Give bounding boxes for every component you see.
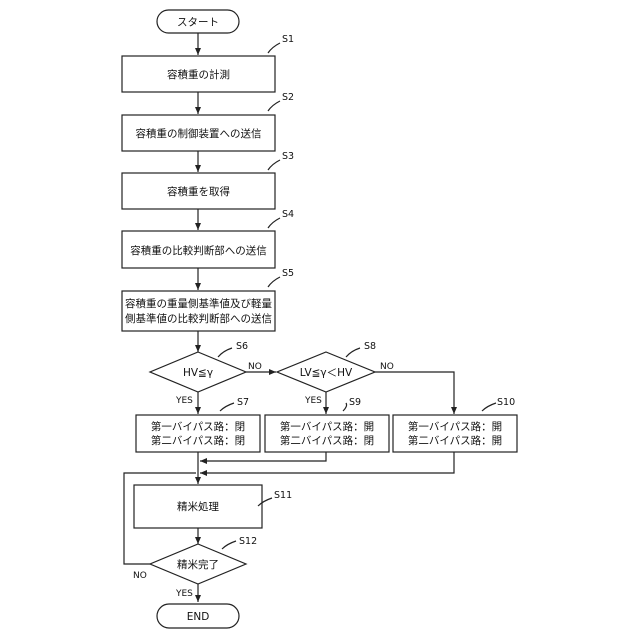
step-s5-text-line1: 容積重の重量側基準値及び軽量 — [125, 297, 272, 310]
start-terminal: スタート — [157, 10, 239, 33]
step-s3-text: 容積重を取得 — [167, 185, 230, 198]
step-s9-text-line1: 第一バイパス路：開 — [280, 420, 374, 433]
label-s8: S8 — [364, 341, 376, 352]
s8-no-label: NO — [380, 362, 394, 372]
step-s10-text-line2: 第二バイパス路：開 — [408, 434, 502, 447]
step-s4: 容積重の比較判断部への送信 — [122, 231, 275, 268]
end-label: END — [187, 611, 210, 623]
start-label: スタート — [177, 17, 219, 29]
decision-s8: LV≦γ＜HV — [277, 352, 375, 392]
step-s1: 容積重の計測 — [122, 56, 275, 92]
label-s11: S11 — [274, 490, 292, 501]
decision-s8-text: LV≦γ＜HV — [300, 367, 353, 379]
step-s10-text-line1: 第一バイパス路：開 — [408, 420, 502, 433]
step-s11-text: 精米処理 — [177, 500, 219, 513]
step-s7-text-line2: 第二バイパス路：閉 — [151, 434, 245, 447]
decision-s12: 精米完了 — [150, 544, 246, 584]
step-s7-text-line1: 第一バイパス路：閉 — [151, 420, 245, 433]
step-s5-text-line2: 側基準値の比較判断部への送信 — [125, 312, 272, 325]
s12-yes-label: YES — [175, 589, 193, 599]
step-s2: 容積重の制御装置への送信 — [122, 115, 275, 151]
label-s10: S10 — [497, 397, 515, 408]
step-s1-text: 容積重の計測 — [167, 68, 230, 81]
label-s6: S6 — [236, 341, 248, 352]
step-s7: 第一バイパス路：閉 第二バイパス路：閉 — [136, 415, 260, 452]
label-s3: S3 — [282, 151, 294, 162]
s12-no-label: NO — [133, 571, 147, 581]
label-s9: S9 — [349, 397, 361, 408]
s6-no-label: NO — [248, 362, 262, 372]
label-s4: S4 — [282, 209, 294, 220]
label-s5: S5 — [282, 268, 294, 279]
step-s4-text: 容積重の比較判断部への送信 — [130, 244, 267, 257]
end-terminal: END — [157, 604, 239, 628]
label-s12: S12 — [239, 536, 257, 547]
step-s3: 容積重を取得 — [122, 173, 275, 209]
decision-s6-text: HV≦γ — [183, 367, 213, 379]
s6-yes-label: YES — [175, 396, 193, 406]
label-s2: S2 — [282, 92, 294, 103]
step-s9: 第一バイパス路：開 第二バイパス路：閉 — [265, 415, 389, 452]
step-s9-text-line2: 第二バイパス路：閉 — [280, 434, 374, 447]
step-s2-text: 容積重の制御装置への送信 — [136, 127, 262, 140]
step-s10: 第一バイパス路：開 第二バイパス路：開 — [393, 415, 517, 452]
step-s5: 容積重の重量側基準値及び軽量 側基準値の比較判断部への送信 — [122, 291, 275, 331]
label-s7: S7 — [237, 397, 249, 408]
label-s1: S1 — [282, 34, 294, 45]
decision-s12-text: 精米完了 — [177, 558, 219, 571]
s8-yes-label: YES — [304, 396, 322, 406]
step-s11: 精米処理 — [134, 485, 262, 528]
decision-s6: HV≦γ — [150, 352, 246, 392]
